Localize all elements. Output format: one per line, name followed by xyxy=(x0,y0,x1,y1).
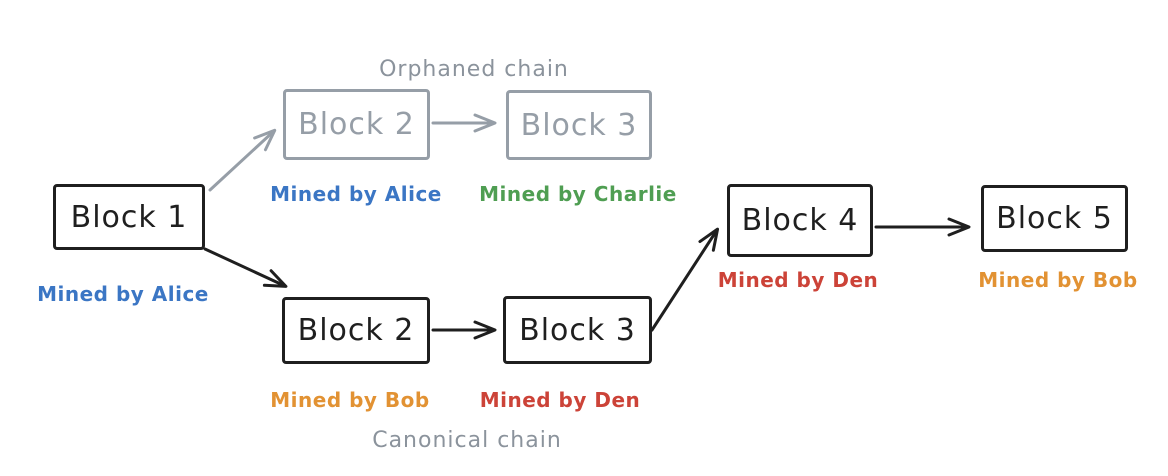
block-5-miner-label: Mined by Bob xyxy=(978,268,1138,292)
orphaned-block-3-title: Block 3 xyxy=(520,107,638,143)
arrow-canonical-block3-to-block4 xyxy=(650,227,720,332)
block-1: Block 1 xyxy=(53,184,205,250)
orphaned-chain-label: Orphaned chain xyxy=(379,57,569,82)
orphaned-block-3-miner-label: Mined by Charlie xyxy=(479,182,677,206)
block-5: Block 5 xyxy=(981,185,1128,252)
orphaned-block-3: Block 3 xyxy=(506,90,652,160)
orphaned-block-2-miner-label: Mined by Alice xyxy=(270,182,442,206)
canonical-block-3-miner-label: Mined by Den xyxy=(479,388,641,412)
block-1-title: Block 1 xyxy=(70,199,188,235)
canonical-block-2: Block 2 xyxy=(282,297,430,364)
arrow-block1-to-orphaned-block2 xyxy=(208,128,277,192)
orphaned-block-2-title: Block 2 xyxy=(298,107,415,142)
orphaned-block-2: Block 2 xyxy=(283,89,430,160)
canonical-chain-label: Canonical chain xyxy=(372,428,562,453)
canonical-block-2-title: Block 2 xyxy=(297,313,415,348)
canonical-block-2-miner-label: Mined by Bob xyxy=(270,388,430,412)
block-4: Block 4 xyxy=(727,184,873,257)
canonical-block-3: Block 3 xyxy=(503,296,652,364)
block-1-miner-label: Mined by Alice xyxy=(37,282,209,306)
block-4-miner-label: Mined by Den xyxy=(717,268,879,292)
block-5-title: Block 5 xyxy=(996,201,1113,236)
block-4-title: Block 4 xyxy=(741,203,859,238)
arrow-block1-to-canonical-block2 xyxy=(203,247,288,288)
canonical-block-3-title: Block 3 xyxy=(519,312,636,348)
